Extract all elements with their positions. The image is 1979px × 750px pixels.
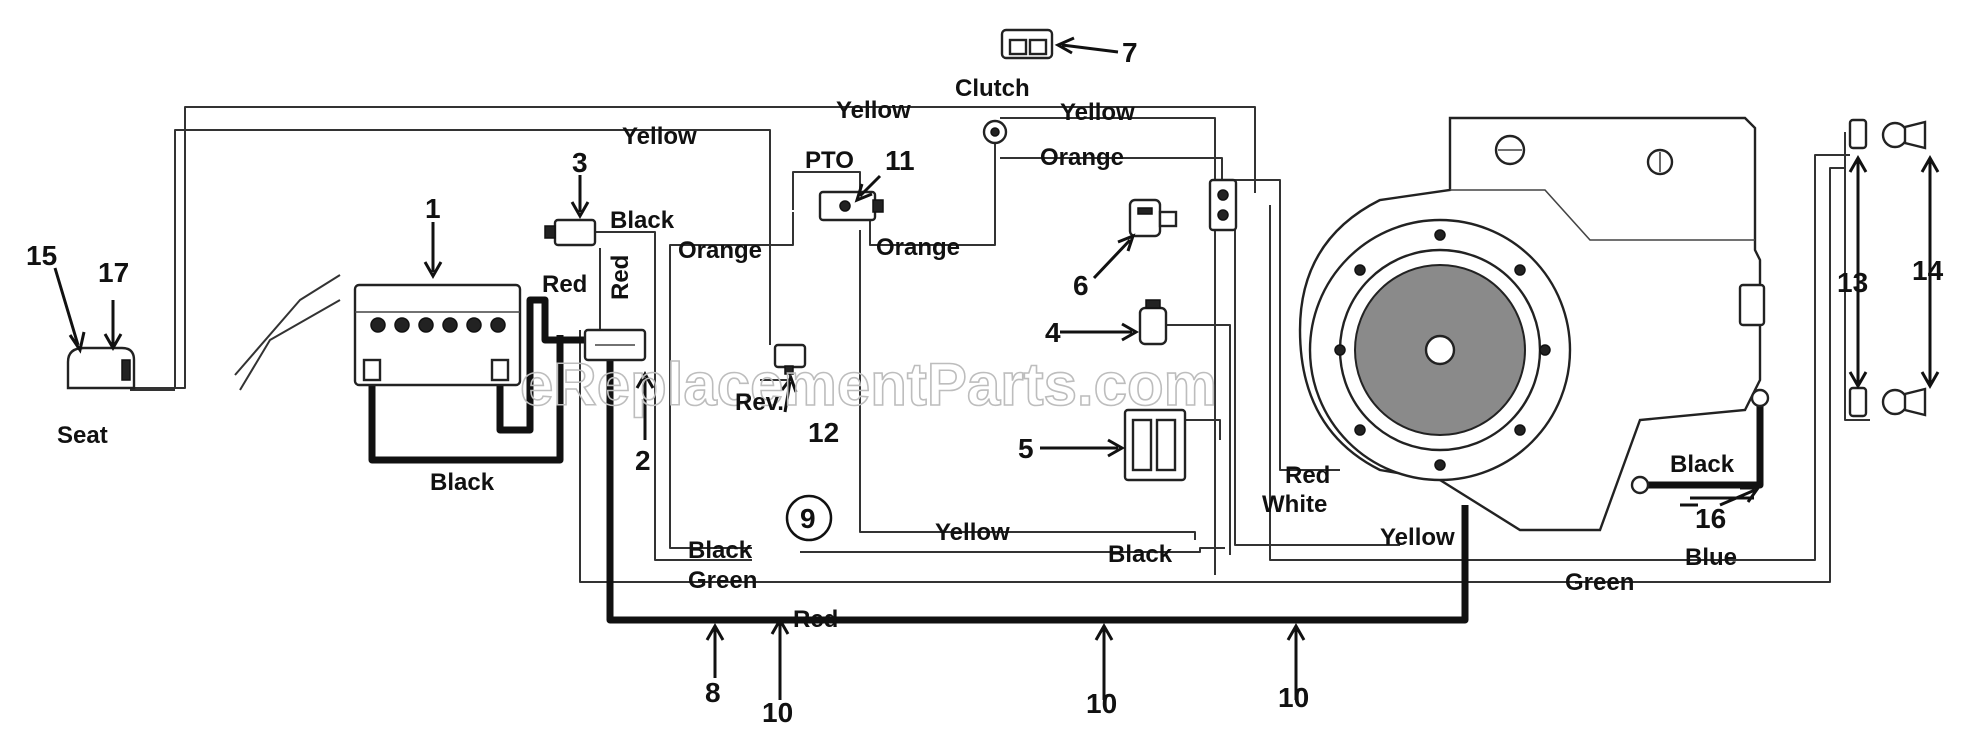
callout-3: 3 [572, 147, 588, 178]
callout-9: 9 [800, 503, 816, 534]
ground-terminal [1630, 475, 1650, 495]
rev-switch [773, 343, 807, 375]
label-yellow-clutch-right: Yellow [1060, 99, 1135, 126]
label-black-battery: Black [430, 469, 495, 496]
label-yellow-right: Yellow [1380, 524, 1455, 551]
cable-battery-red [496, 296, 610, 434]
part-7 [1000, 28, 1054, 60]
callout-5: 5 [1018, 433, 1034, 464]
wire-green-bottom [579, 167, 1845, 583]
part-4 [1138, 299, 1168, 346]
fuse-holder [583, 328, 647, 362]
callout-12: 12 [808, 417, 839, 448]
solenoid [544, 218, 597, 247]
label-black-bottom-mid: Black [1108, 541, 1173, 568]
label-black-bottom-left: Black [688, 537, 753, 564]
wire-labels: Yellow Clutch Yellow Yellow PTO Orange B… [57, 75, 1737, 633]
label-clutch: Clutch [955, 75, 1030, 102]
label-black-right: Black [1670, 451, 1735, 478]
wire-rect [1185, 419, 1221, 440]
wire-blue [1269, 154, 1850, 561]
callout-16: 16 [1695, 503, 1726, 534]
cable-battery-black [368, 335, 564, 464]
battery [353, 283, 522, 387]
label-pto: PTO [805, 147, 854, 174]
wire-lights [1844, 132, 1870, 421]
clutch-connector [982, 119, 1008, 145]
callout-13: 13 [1837, 267, 1868, 298]
part-6 [1128, 198, 1178, 238]
callout-15: 15 [26, 240, 57, 271]
callout-11: 11 [885, 145, 915, 176]
label-orange-mid: Orange [876, 234, 960, 261]
wire-battery-jumper [234, 274, 341, 391]
wire-yellow-top [125, 106, 1256, 389]
wire-orange-clutch [869, 142, 996, 246]
callout-10-a: 10 [762, 697, 793, 728]
wire-black-sol [585, 231, 752, 561]
callout-2: 2 [635, 445, 651, 476]
callout-17: 17 [98, 257, 129, 288]
label-orange-left: Orange [678, 237, 762, 264]
label-green-bottom-left: Green [688, 567, 757, 594]
callout-8: 8 [705, 677, 721, 708]
callout-1: 1 [425, 193, 441, 224]
label-black-sol: Black [610, 207, 675, 234]
wire-yellow-right [1234, 225, 1400, 546]
callout-arrows [53, 36, 1940, 700]
callout-9-badge: 9 [785, 494, 833, 542]
thick-cables [368, 296, 1764, 624]
label-seat: Seat [57, 422, 108, 449]
callout-numbers: 1 2 3 4 5 6 7 8 9 10 10 10 11 12 13 14 1… [26, 37, 1944, 728]
callout-7: 7 [1122, 37, 1138, 68]
label-rev: Rev. [735, 389, 784, 416]
cable-red-bottom [606, 335, 1469, 624]
wire-red-white [1225, 179, 1340, 471]
engine [1298, 116, 1770, 532]
wire-black-bottom [800, 547, 1225, 553]
label-green-right: Green [1565, 569, 1634, 596]
callout-4: 4 [1045, 317, 1061, 348]
label-white-engine: White [1262, 491, 1327, 518]
label-yellow-mid: Yellow [935, 519, 1010, 546]
label-red-engine: Red [1285, 462, 1330, 489]
callout-10-c: 10 [1278, 682, 1309, 713]
label-orange-top: Orange [1040, 144, 1124, 171]
pto-switch [818, 190, 884, 222]
label-red-bottom: Red [793, 606, 838, 633]
thin-wires [125, 106, 1870, 583]
seat-switch [66, 346, 136, 390]
headlights [1848, 118, 1927, 418]
label-yellow-upper: Yellow [622, 123, 697, 150]
wire-switch-4 [1165, 324, 1231, 555]
label-yellow-top: Yellow [836, 97, 911, 124]
label-blue: Blue [1685, 544, 1737, 571]
wire-yellow-mid [859, 230, 1196, 540]
wire-yellow-upper [174, 129, 771, 388]
callout-10-b: 10 [1086, 688, 1117, 719]
label-red-vertical: Red [607, 255, 634, 300]
wire-orange-left [669, 212, 794, 549]
callout-14: 14 [1912, 255, 1944, 286]
cable-black-right [1640, 398, 1764, 489]
wire-clutch-yellow [1000, 117, 1216, 575]
callout-6: 6 [1073, 270, 1089, 301]
part-5 [1123, 408, 1187, 482]
label-red-horizontal: Red [542, 271, 587, 298]
watermark: eReplacementParts.com [520, 351, 1217, 418]
engine-connector [1208, 178, 1238, 232]
